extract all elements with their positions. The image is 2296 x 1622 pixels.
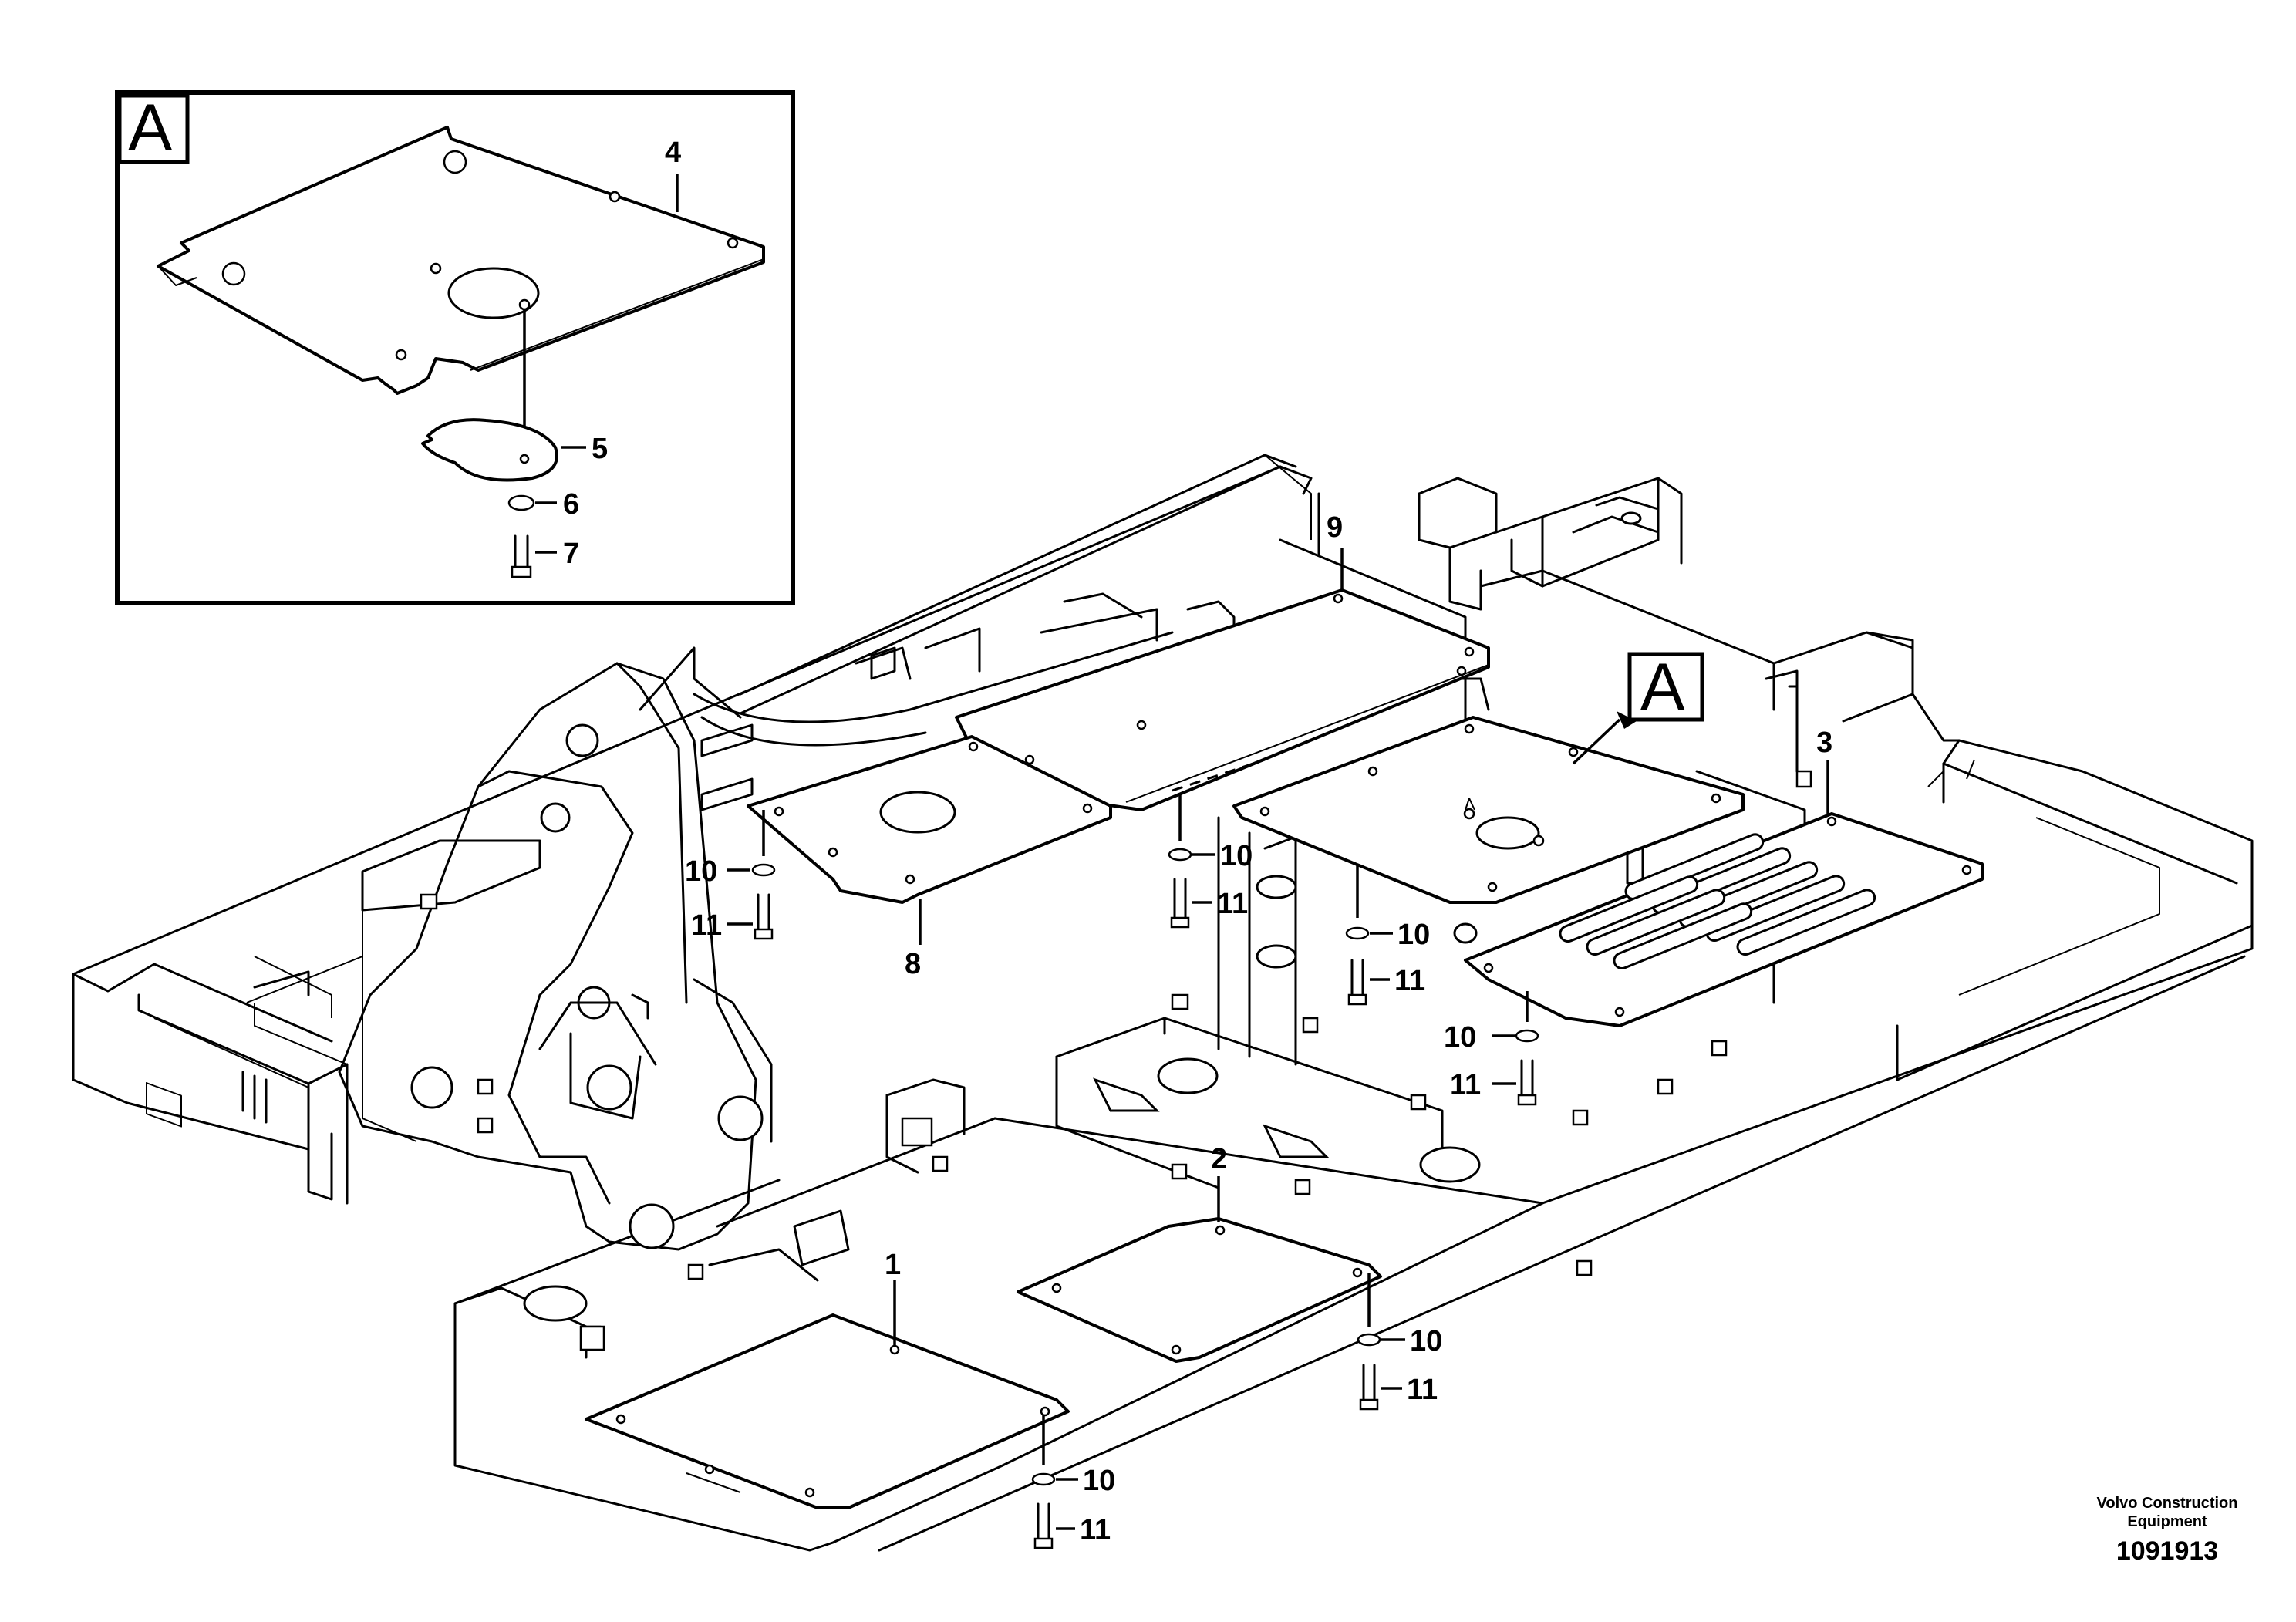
callout-a: A (1572, 650, 1704, 765)
upper-frame (72, 454, 2254, 1552)
part-number-2: 2 (1211, 1143, 1227, 1175)
callout-a-label: A (1640, 650, 1685, 724)
fastener-set-8 (751, 810, 776, 940)
plate-central (1232, 716, 1745, 904)
part-number-11-f: 11 (1080, 1514, 1111, 1546)
part-number-5: 5 (592, 433, 608, 465)
fastener-set-9 (1168, 794, 1192, 929)
drawing-number: 1091913 (2116, 1536, 2218, 1566)
part-number-10-e: 10 (1410, 1325, 1442, 1357)
part-number-11-a: 11 (691, 909, 722, 942)
part-number-1: 1 (885, 1249, 901, 1281)
plate-1 (585, 1313, 1070, 1509)
part-number-10-b: 10 (1220, 840, 1253, 872)
part-number-11-c: 11 (1394, 965, 1425, 997)
part-number-3: 3 (1816, 727, 1832, 759)
plate-8 (747, 735, 1112, 904)
part-number-10-d: 10 (1444, 1021, 1476, 1054)
fastener-set-2 (1357, 1273, 1381, 1411)
plate-3 (1464, 812, 1984, 1027)
part-number-10-f: 10 (1083, 1465, 1115, 1497)
brand-line-2: Equipment (2127, 1513, 2207, 1530)
title-block: Volvo Construction Equipment 1091913 (2097, 1495, 2238, 1566)
part-number-6: 6 (563, 488, 579, 521)
part-number-4: 4 (665, 137, 681, 169)
part-number-7: 7 (563, 538, 579, 570)
detail-a-inset: A 4 5 6 7 (115, 90, 795, 605)
dashed-connector (1172, 758, 1266, 792)
brand-line-1: Volvo Construction (2097, 1495, 2238, 1512)
plate-2 (1017, 1217, 1382, 1363)
part-number-10-c: 10 (1397, 919, 1430, 951)
part-number-8: 8 (905, 948, 921, 980)
fastener-set-3 (1515, 991, 1539, 1106)
detail-a-label: A (128, 91, 173, 165)
slots (1559, 833, 1876, 970)
part-number-9: 9 (1327, 511, 1343, 544)
fastener-set-1 (1031, 1415, 1056, 1549)
part-number-11-d: 11 (1450, 1069, 1481, 1101)
part-number-11-e: 11 (1407, 1374, 1438, 1406)
fastener-set-central (1345, 864, 1370, 1006)
part-number-11-b: 11 (1217, 888, 1248, 920)
part-number-10-a: 10 (685, 855, 717, 888)
callouts: 9 8 10 11 10 11 10 11 3 10 11 2 10 11 (685, 511, 1832, 1546)
